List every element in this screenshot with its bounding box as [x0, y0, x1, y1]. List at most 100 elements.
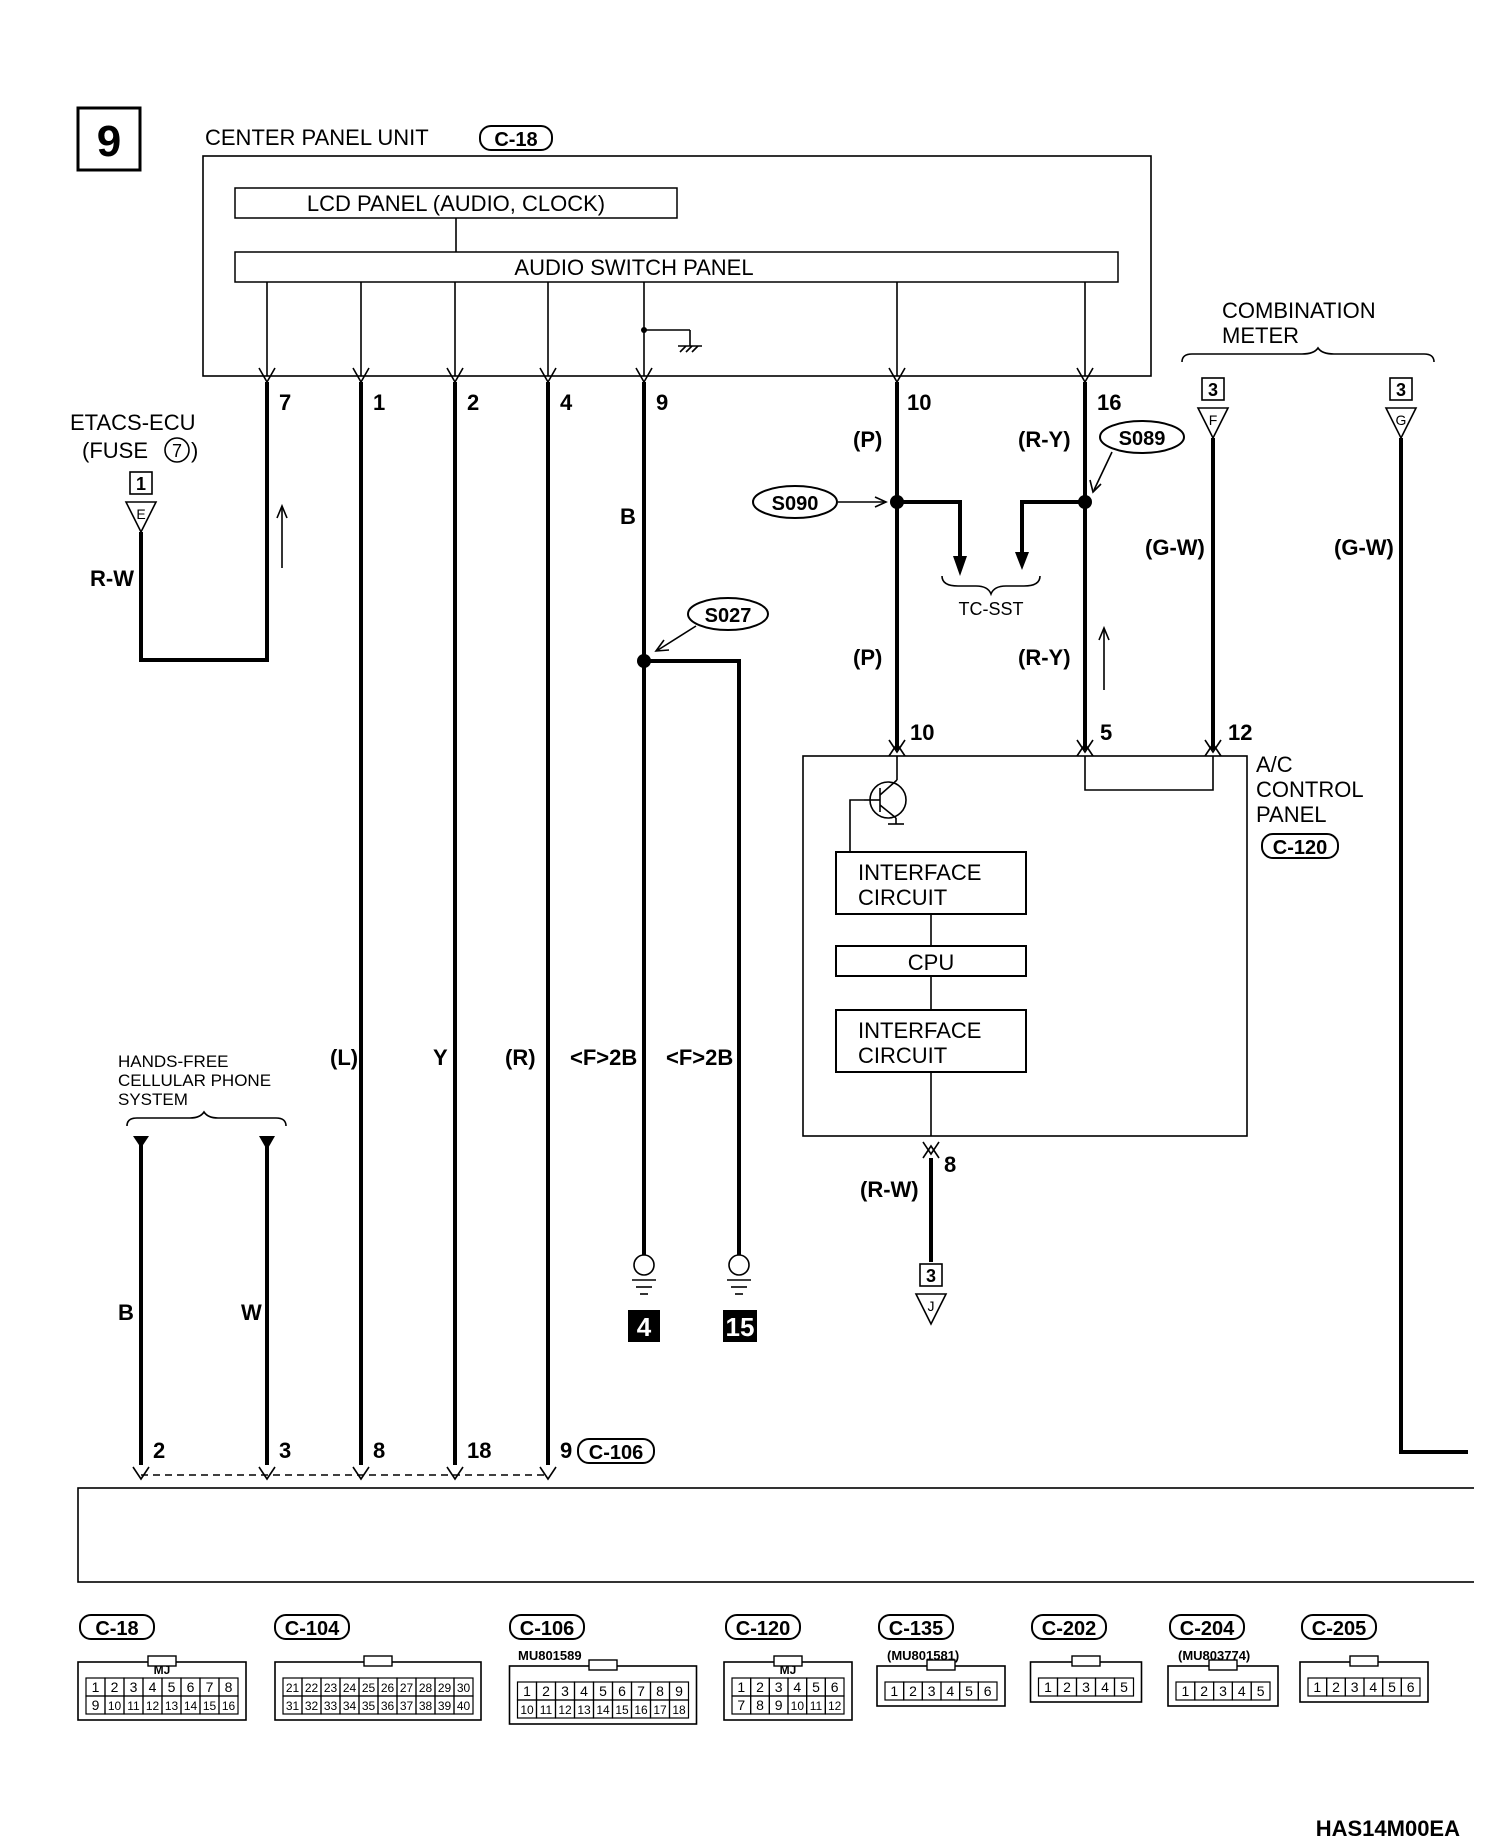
connector-pin-number: 4 — [793, 1679, 801, 1695]
connector-pin-number: 10 — [520, 1703, 534, 1717]
wire-label-ry-lower: (R-Y) — [1018, 645, 1071, 670]
center-panel-connector: C-18 — [494, 129, 537, 151]
connector-pin-number: 34 — [343, 1699, 357, 1713]
combination-meter-bracket — [1181, 346, 1435, 363]
connector-cell — [668, 1699, 690, 1719]
tc-sst-bracket — [941, 575, 1041, 597]
connector-pin-number: 9 — [775, 1697, 783, 1713]
connector-cell — [824, 1695, 845, 1715]
audio-switch-panel — [234, 251, 1119, 283]
wire-label-l: (L) — [330, 1045, 358, 1070]
tc-sst-label: TC-SST — [959, 599, 1024, 619]
c106-pin-2: 2 — [153, 1438, 165, 1463]
connector-pin-number: 1 — [1182, 1683, 1190, 1699]
connector-cell — [1400, 1677, 1421, 1697]
connector-pin-number: 11 — [127, 1699, 140, 1713]
wire-label-f2b-2: <F>2B — [666, 1045, 733, 1070]
connector-pin-number: 5 — [599, 1683, 607, 1699]
connector-pin-number: 24 — [343, 1681, 357, 1695]
ground-15: 15 — [726, 1312, 755, 1342]
pin-2: 2 — [467, 390, 479, 415]
connector-name: C-204 — [1180, 1618, 1235, 1640]
interface-circuit-2 — [835, 1009, 1027, 1073]
hands-free-line3: SYSTEM — [118, 1090, 188, 1109]
etacs-wire-color: R-W — [90, 566, 134, 591]
wire-label-p-lower: (P) — [853, 645, 882, 670]
ac-panel-line2: CONTROL — [1256, 777, 1364, 802]
connector-pin-number: 7 — [206, 1679, 214, 1695]
hands-free-wire-w: W — [241, 1300, 262, 1325]
connector-pin-number: 7 — [637, 1683, 645, 1699]
connector-pin-number: 3 — [1082, 1679, 1090, 1695]
connector-pin-number: 18 — [672, 1703, 686, 1717]
connector-pin-number: 4 — [580, 1683, 588, 1699]
connector-pin-number: 5 — [1388, 1679, 1396, 1695]
etacs-fuse-label: (FUSE — [82, 438, 148, 463]
c106-pin-9: 9 — [560, 1438, 572, 1463]
cpu-block — [835, 945, 1027, 977]
interface-circuit-1 — [835, 851, 1027, 915]
ac-panel-connector-badge — [1261, 833, 1339, 859]
ac-pin-8: 8 — [944, 1152, 956, 1177]
connector-part-number: MU801589 — [518, 1648, 582, 1663]
connector-name: C-202 — [1042, 1618, 1096, 1640]
center-panel-pin-markers — [258, 367, 1094, 384]
ac-panel-line3: PANEL — [1256, 802, 1327, 827]
connector-name: C-18 — [95, 1618, 138, 1640]
c106-label: C-106 — [589, 1442, 643, 1464]
connector-pin-number: 9 — [675, 1683, 683, 1699]
hands-free-line2: CELLULAR PHONE — [118, 1071, 271, 1090]
connector-pin-number: 1 — [92, 1679, 100, 1695]
connector-pin-number: 3 — [561, 1683, 569, 1699]
c106-badge — [577, 1438, 655, 1464]
connector-pin-number: 15 — [203, 1699, 217, 1713]
wire-label-rw: (R-W) — [860, 1177, 919, 1202]
connector-pin-number: 4 — [1101, 1679, 1109, 1695]
connector-pin-number: 38 — [419, 1699, 433, 1713]
j-connector-number: 3 — [926, 1266, 936, 1286]
connector-pin-number: 2 — [111, 1679, 119, 1695]
connector-pin-number: 8 — [756, 1697, 764, 1713]
connector-pin-number: 13 — [165, 1699, 179, 1713]
connector-pin-number: 4 — [946, 1683, 954, 1699]
connector-pin-number: 28 — [419, 1681, 433, 1695]
splice-s027-badge — [687, 597, 769, 631]
connector-mark: MJ — [154, 1663, 171, 1677]
ac-panel-line1: A/C — [1256, 752, 1293, 777]
connector-pin-number: 3 — [1219, 1683, 1227, 1699]
connector-pin-number: 5 — [965, 1683, 973, 1699]
connector-pin-number: 6 — [618, 1683, 626, 1699]
connector-pin-number: 3 — [775, 1679, 783, 1695]
connector-pin-number: 14 — [596, 1703, 610, 1717]
connector-pin-number: 10 — [108, 1699, 122, 1713]
connector-badge — [725, 1614, 801, 1640]
connector-pin-number: 29 — [438, 1681, 452, 1695]
c106-pin-markers — [132, 1466, 557, 1481]
connector-pin-number: 8 — [225, 1679, 233, 1695]
ac-pin-5: 5 — [1100, 720, 1112, 745]
j-connector-letter: J — [928, 1298, 935, 1314]
wire-label-b: B — [620, 504, 636, 529]
connector-pin-number: 40 — [457, 1699, 471, 1713]
wire-label-p-upper: (P) — [853, 427, 882, 452]
splice-s089-label: S089 — [1119, 428, 1166, 450]
lower-unit-box — [77, 1487, 1479, 1583]
connector-pin-number: 33 — [324, 1699, 338, 1713]
connector-pin-number: 2 — [909, 1683, 917, 1699]
connector-pin-number: 3 — [928, 1683, 936, 1699]
connector-badge — [1031, 1614, 1107, 1640]
connector-name: C-120 — [736, 1618, 790, 1640]
connector-pin-number: 6 — [984, 1683, 992, 1699]
interface2-line1: INTERFACE — [858, 1018, 981, 1043]
connector-pin-number: 1 — [1044, 1679, 1052, 1695]
transistor-symbol — [849, 756, 907, 852]
connector-pin-number: 9 — [92, 1697, 100, 1713]
c106-pin-3: 3 — [279, 1438, 291, 1463]
connector-part-number: (MU801581) — [887, 1648, 959, 1663]
splice-s089-badge — [1099, 420, 1185, 454]
meter-conn-g-number: 3 — [1396, 380, 1406, 400]
connector-pin-number: 2 — [1200, 1683, 1208, 1699]
connector-pin-number: 10 — [791, 1699, 805, 1713]
connector-pin-number: 36 — [381, 1699, 395, 1713]
